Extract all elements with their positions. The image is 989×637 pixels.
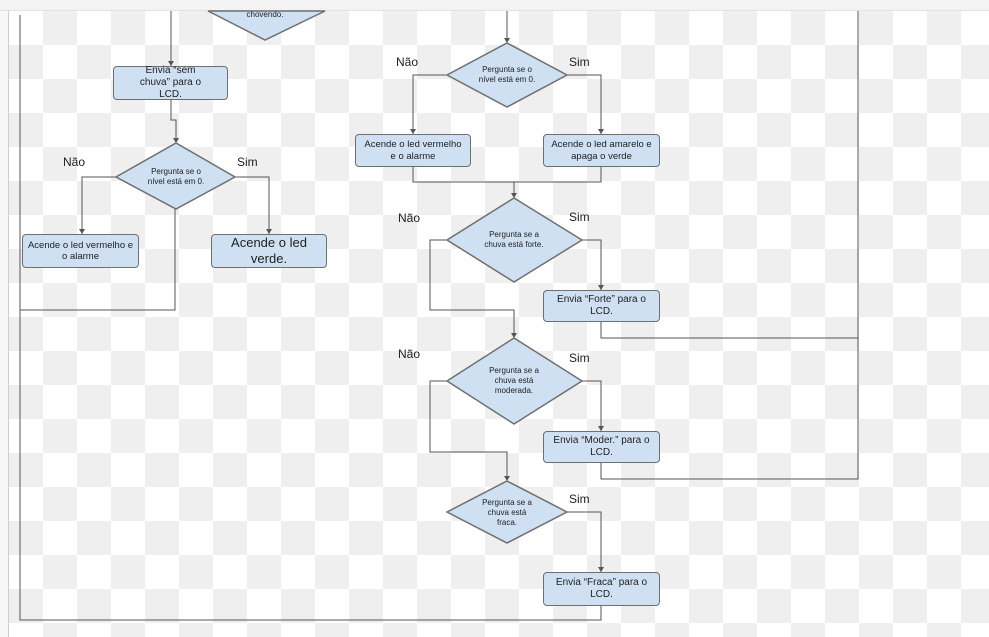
decision-text-top: chovendo. [246,9,284,19]
decision-text-weak: Pergunta se a chuva está fraca. [482,498,532,527]
connector [170,100,177,143]
top-toolbar [0,0,989,11]
box-send-strong: Envia “Forte” para o LCD. [543,290,660,322]
left-panel-edge [0,11,9,637]
connector [600,11,859,480]
connector [600,322,858,339]
label-no-left: Não [63,155,86,169]
box-send-moderate-text: Envia “Moder.” para o LCD. [553,435,650,458]
arrow-head [511,193,517,198]
arrow-head [504,476,510,481]
arrow-head [598,426,604,431]
box-red-led-alarm-left-text: Acende o led vermelho e o alarme [27,239,134,262]
connector [19,310,602,621]
arrow-head [598,285,604,290]
box-red-led-alarm-left: Acende o led vermelho e o alarme [22,234,139,268]
arrow-head [410,129,416,134]
decision-diamond-strong [445,197,584,283]
box-send-strong-text: Envia “Forte” para o LCD. [557,294,646,317]
box-red-led-alarm-right: Acende o led vermelho e o alarme [355,134,471,167]
label-no-moderate: Não [398,347,421,361]
decision-diamond-level-right [445,42,569,108]
connector [412,167,602,183]
connector [19,15,176,311]
decision-diamond-top [207,10,326,41]
label-yes-moderate: Sim [569,351,590,365]
box-send-no-rain: Envia “sem chuva” para o LCD. [113,65,228,100]
connector [235,176,270,234]
connector [582,239,602,290]
connector [412,74,447,134]
connector [567,511,602,572]
label-no-strong: Não [398,211,421,225]
connector [429,380,508,481]
box-yellow-led-text: Acende o led amarelo e apaga o verde [551,139,652,162]
decision-text-level-right: Pergunta se o nível está em 0. [478,65,536,84]
decision-text-moderate: Pergunta se a chuva está moderada. [489,366,539,395]
arrow-head [598,567,604,572]
box-send-no-rain-text: Envia “sem chuva” para o LCD. [139,65,202,100]
decision-diamond-moderate [445,337,584,425]
arrow-head [511,333,517,338]
label-yes-level: Sim [569,55,590,69]
label-yes-weak: Sim [569,492,590,506]
arrow-head [266,229,272,234]
connector [582,380,602,431]
decision-text-level-left: Pergunta se o nível está em 0. [147,167,205,186]
label-yes-strong: Sim [569,210,590,224]
label-yes-left: Sim [237,155,258,169]
arrow-head [168,61,174,66]
connector [567,74,602,134]
box-red-led-alarm-right-text: Acende o led vermelho e o alarme [364,139,462,162]
arrow-head [504,38,510,43]
box-send-weak: Envia “Fraca” para o LCD. [543,572,660,606]
connector [429,239,515,338]
box-green-led: Acende o led verde. [211,234,327,268]
arrow-head [598,129,604,134]
decision-diamond-weak [445,480,569,544]
box-send-weak-text: Envia “Fraca” para o LCD. [555,577,648,600]
decision-text-strong: Pergunta se a chuva está forte. [484,230,544,249]
arrow-head [173,138,179,143]
box-yellow-led: Acende o led amarelo e apaga o verde [543,134,660,167]
arrow-head [79,229,85,234]
connector [81,176,116,234]
box-green-led-text: Acende o led verde. [231,235,307,266]
box-send-moderate: Envia “Moder.” para o LCD. [543,431,660,463]
decision-diamond-level-left [114,142,237,210]
label-no-level: Não [396,55,419,69]
